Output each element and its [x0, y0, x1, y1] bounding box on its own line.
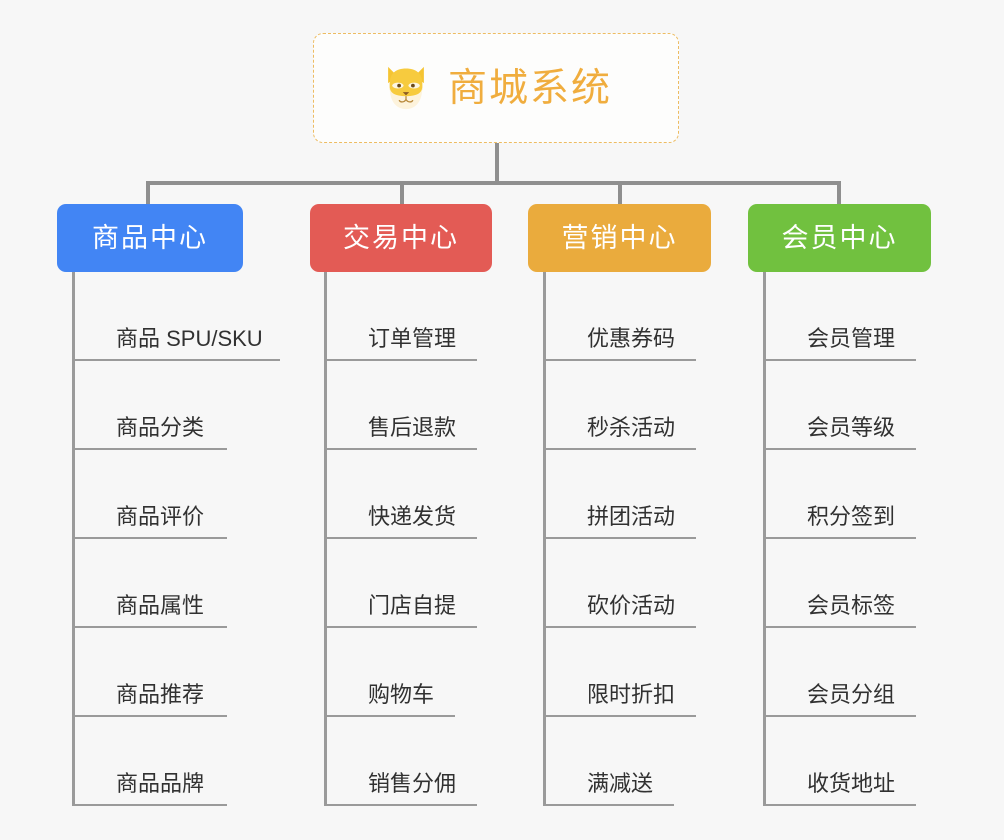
- leaf-item-rule: [763, 626, 916, 628]
- leaf-item-label: 拼团活动: [587, 504, 676, 529]
- category-header-label: 会员中心: [781, 222, 898, 253]
- category-header-label: 交易中心: [343, 222, 459, 253]
- category-header-3[interactable]: 营销中心: [528, 204, 711, 272]
- leaf-item-rule: [543, 537, 696, 539]
- leaf-item-rule: [324, 715, 455, 717]
- leaf-item-rule: [763, 715, 916, 717]
- leaf-item-rule: [763, 448, 916, 450]
- leaf-item-label: 会员标签: [807, 593, 896, 618]
- leaf-item-label: 订单管理: [368, 326, 457, 351]
- column-spine: [324, 272, 327, 806]
- leaf-item-label: 积分签到: [807, 504, 896, 529]
- leaf-item-label: 商品属性: [116, 593, 205, 618]
- leaf-item-label: 满减送: [587, 771, 654, 796]
- leaf-item-label: 商品推荐: [116, 682, 205, 707]
- root-node[interactable]: 商城系统: [313, 33, 679, 143]
- branch-drop-connector: [837, 181, 841, 204]
- leaf-item-label: 限时折扣: [587, 682, 676, 707]
- leaf-item-label: 优惠券码: [587, 326, 676, 351]
- column-spine: [763, 272, 766, 806]
- leaf-item-rule: [543, 715, 696, 717]
- leaf-item-label: 收货地址: [807, 771, 896, 796]
- column-spine: [543, 272, 546, 806]
- leaf-item-label: 商品 SPU/SKU: [116, 326, 263, 351]
- leaf-item-rule: [324, 359, 477, 361]
- leaf-item-rule: [543, 359, 696, 361]
- category-header-4[interactable]: 会员中心: [748, 204, 931, 272]
- leaf-item-rule: [543, 804, 674, 806]
- leaf-item-rule: [324, 537, 477, 539]
- leaf-item-label: 商品品牌: [116, 771, 205, 796]
- leaf-item-label: 销售分佣: [368, 771, 457, 796]
- leaf-item-rule: [72, 448, 227, 450]
- leaf-item-label: 购物车: [368, 682, 435, 707]
- branch-drop-connector: [618, 181, 622, 204]
- root-stem-connector: [495, 143, 499, 185]
- leaf-item-rule: [72, 626, 227, 628]
- leaf-item-rule: [324, 626, 477, 628]
- shiba-dog-face-icon: [388, 66, 424, 110]
- leaf-item-label: 门店自提: [368, 593, 457, 618]
- category-header-1[interactable]: 商品中心: [57, 204, 243, 272]
- leaf-item-label: 会员管理: [807, 326, 896, 351]
- category-header-label: 商品中心: [92, 222, 208, 253]
- leaf-item-rule: [324, 804, 477, 806]
- leaf-item-rule: [543, 448, 696, 450]
- leaf-item-label: 商品评价: [116, 504, 205, 529]
- leaf-item-rule: [543, 626, 696, 628]
- leaf-item-label: 会员等级: [807, 415, 896, 440]
- leaf-item-label: 会员分组: [807, 682, 896, 707]
- branch-drop-connector: [400, 181, 404, 204]
- leaf-item-label: 售后退款: [368, 415, 457, 440]
- branch-drop-connector: [146, 181, 150, 204]
- leaf-item-rule: [72, 537, 227, 539]
- category-header-label: 营销中心: [561, 222, 678, 253]
- branch-bus-connector: [148, 181, 840, 185]
- leaf-item-rule: [763, 359, 916, 361]
- category-header-2[interactable]: 交易中心: [310, 204, 492, 272]
- leaf-item-label: 快递发货: [368, 504, 457, 529]
- leaf-item-label: 砍价活动: [587, 593, 676, 618]
- leaf-item-rule: [72, 359, 280, 361]
- column-spine: [72, 272, 75, 806]
- leaf-item-rule: [72, 715, 227, 717]
- leaf-item-label: 商品分类: [116, 415, 205, 440]
- leaf-item-rule: [763, 537, 916, 539]
- leaf-item-rule: [72, 804, 227, 806]
- leaf-item-rule: [324, 448, 477, 450]
- leaf-item-rule: [763, 804, 916, 806]
- leaf-item-label: 秒杀活动: [587, 415, 676, 440]
- root-title: 商城系统: [447, 66, 612, 110]
